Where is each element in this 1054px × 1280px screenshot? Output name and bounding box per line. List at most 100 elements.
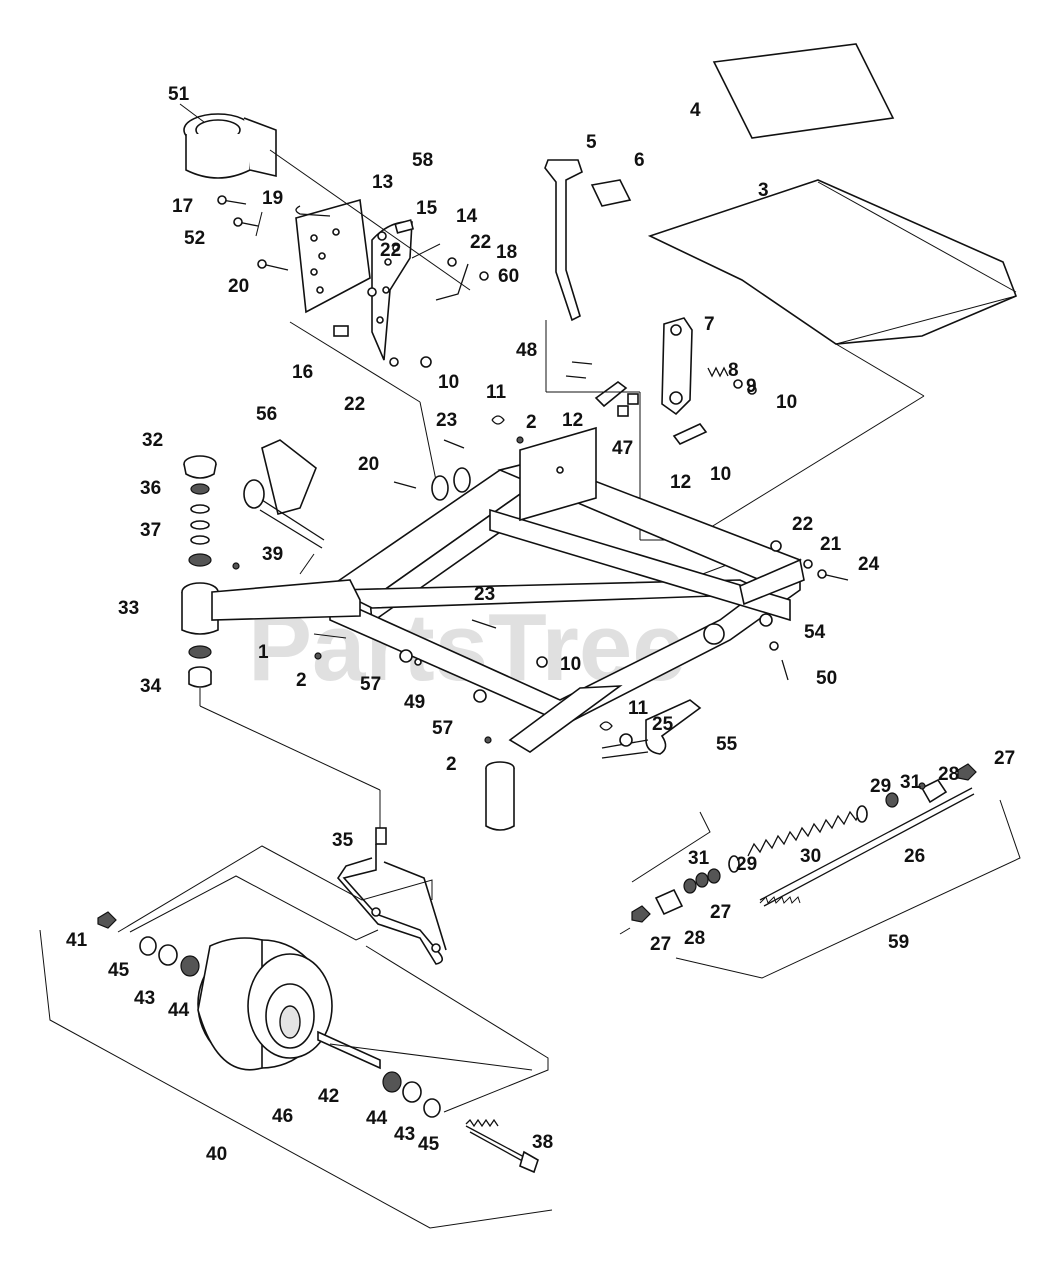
- part-11-clip-b[interactable]: [599, 721, 613, 731]
- part-45-spacer-b[interactable]: [423, 1098, 441, 1118]
- callout-c28b: 28: [684, 928, 705, 949]
- callout-c17: 17: [172, 196, 193, 217]
- part-44-bearing-a[interactable]: [180, 955, 200, 977]
- part-12-link-a[interactable]: [594, 381, 628, 408]
- callout-c16: 16: [292, 362, 313, 383]
- part-20-bolt-b[interactable]: [393, 481, 417, 489]
- part-7-pedal-bracket[interactable]: [661, 317, 693, 416]
- part-13-plate[interactable]: [295, 198, 371, 314]
- part-45-spacer-a[interactable]: [139, 936, 157, 956]
- part-52-bolt[interactable]: [233, 217, 259, 227]
- callout-c6: 6: [634, 150, 645, 171]
- part-33-bearing-top[interactable]: [188, 553, 212, 567]
- part-4-panel[interactable]: [712, 43, 895, 139]
- callout-c47: 47: [612, 438, 633, 459]
- part-22-washer-d[interactable]: [770, 540, 782, 552]
- part-54-nut[interactable]: [769, 641, 779, 651]
- part-23-bolt[interactable]: [443, 439, 465, 449]
- part-50-bolt[interactable]: [781, 659, 789, 681]
- callout-c58: 58: [412, 150, 433, 171]
- part-18-spring-pin[interactable]: [435, 263, 469, 301]
- part-41-nut[interactable]: [97, 911, 117, 929]
- part-26-threaded-rod[interactable]: [759, 787, 975, 907]
- part-12-link-b[interactable]: [672, 423, 708, 445]
- part-1-caster-arm[interactable]: [181, 579, 361, 635]
- callout-c1: 1: [258, 642, 269, 663]
- part-15-spacer[interactable]: [394, 219, 415, 234]
- part-57-washer-a[interactable]: [399, 649, 413, 663]
- part-17-bolt[interactable]: [217, 195, 247, 205]
- callout-c10d: 10: [560, 654, 581, 675]
- part-56-bracket[interactable]: [243, 439, 325, 549]
- callout-c22a: 22: [380, 240, 401, 261]
- part-10-nut-a[interactable]: [420, 356, 432, 368]
- part-16-spacer[interactable]: [333, 325, 349, 337]
- callout-c23a: 23: [436, 410, 457, 431]
- part-21-washer[interactable]: [803, 559, 813, 569]
- callout-c57b: 57: [432, 718, 453, 739]
- part-57-washer-b[interactable]: [473, 689, 487, 703]
- part-3-floor-pan[interactable]: [647, 179, 1018, 345]
- part-33-bearing-bottom[interactable]: [188, 645, 212, 659]
- callout-c41: 41: [66, 930, 88, 951]
- part-27-nut-a[interactable]: [957, 763, 977, 781]
- part-38-bolt[interactable]: [465, 1118, 539, 1174]
- part-22-washer[interactable]: [367, 287, 377, 297]
- part-51-steering-head[interactable]: [183, 113, 277, 179]
- part-10-nut[interactable]: [747, 385, 757, 395]
- part-48-bolts[interactable]: [565, 361, 593, 379]
- part-10-nut-b[interactable]: [536, 656, 548, 668]
- callout-c14: 14: [456, 206, 478, 227]
- part-27-nut-b[interactable]: [631, 905, 651, 923]
- part-2-fitting[interactable]: [516, 436, 524, 444]
- part-9-washer[interactable]: [733, 379, 743, 389]
- part-front-caster-tube[interactable]: [485, 761, 515, 831]
- part-20-bolt[interactable]: [257, 259, 289, 271]
- part-35-caster-fork[interactable]: [336, 827, 447, 965]
- part-23-bolt-b[interactable]: [471, 619, 497, 629]
- part-25-washer[interactable]: [619, 733, 633, 747]
- part-32-cap[interactable]: [183, 455, 217, 479]
- part-28-block-a[interactable]: [918, 778, 948, 804]
- part-37-washers[interactable]: [190, 504, 210, 545]
- part-28-block-b[interactable]: [654, 888, 684, 916]
- part-5-pedal-arm[interactable]: [544, 159, 583, 322]
- part-29-washer-a[interactable]: [856, 805, 868, 823]
- callout-c19: 19: [262, 188, 283, 209]
- part-44-bearing-b[interactable]: [382, 1071, 402, 1093]
- part-60-nut[interactable]: [479, 271, 489, 281]
- part-36-nut[interactable]: [190, 483, 210, 495]
- part-31-nut-a[interactable]: [885, 792, 899, 808]
- part-46-tire[interactable]: [197, 937, 333, 1071]
- part-22-washer-b[interactable]: [447, 257, 457, 267]
- callout-c32: 32: [142, 430, 163, 451]
- part-55-arm[interactable]: [601, 699, 702, 759]
- part-42-axle[interactable]: [317, 1030, 381, 1070]
- part-43-bearing-a[interactable]: [158, 944, 178, 966]
- part-2-fitting-c[interactable]: [484, 736, 492, 744]
- part-58-washer[interactable]: [377, 231, 387, 241]
- part-34-spacer[interactable]: [188, 666, 212, 688]
- callout-c27c: 27: [650, 934, 671, 955]
- part-8-spring[interactable]: [707, 366, 729, 378]
- part-31-nut-b[interactable]: [683, 868, 721, 894]
- callout-c56: 56: [256, 404, 277, 425]
- part-39-fitting[interactable]: [232, 562, 240, 570]
- part-47-bushings[interactable]: [617, 393, 639, 417]
- part-43-bearing-b[interactable]: [402, 1081, 422, 1103]
- callout-c12a: 12: [562, 410, 583, 431]
- part-2-fitting-b[interactable]: [314, 652, 322, 660]
- callout-c54: 54: [804, 622, 826, 643]
- part-11-clip[interactable]: [491, 415, 505, 425]
- part-6-pedal-pad[interactable]: [590, 179, 632, 207]
- part-22-washer-c[interactable]: [389, 357, 399, 367]
- callout-c11b: 11: [628, 698, 649, 719]
- part-29-washer-b[interactable]: [728, 855, 740, 873]
- part-30-spring[interactable]: [747, 807, 863, 857]
- part-49-washer[interactable]: [414, 658, 422, 666]
- part-14-plate[interactable]: [371, 221, 413, 361]
- part-40-group-bracket: [39, 845, 553, 1229]
- part-19-pin[interactable]: [295, 205, 331, 217]
- part-24-bolt[interactable]: [817, 569, 849, 581]
- part-main-frame[interactable]: [326, 426, 805, 753]
